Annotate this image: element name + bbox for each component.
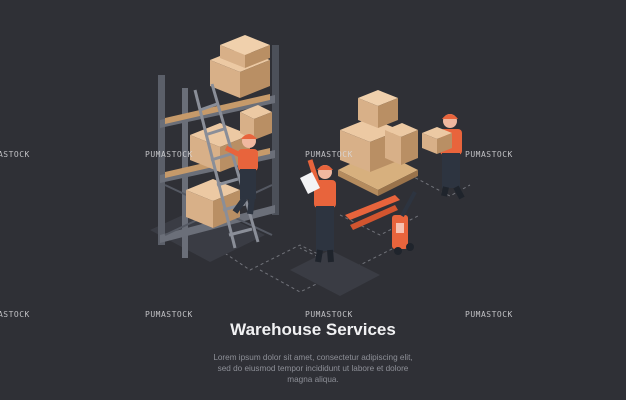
cardboard-box (385, 123, 418, 165)
clipboard (300, 172, 320, 194)
watermark: PUMASTOCK (465, 310, 513, 319)
cardboard-box (422, 127, 452, 154)
worker (440, 114, 465, 200)
watermark: PUMASTOCK (0, 310, 30, 319)
floor-tiles (150, 205, 380, 296)
pallet-jack (345, 191, 417, 255)
cardboard-box (358, 90, 398, 128)
worker (307, 159, 336, 263)
ladder (193, 83, 260, 249)
watermark: PUMASTOCK (0, 150, 30, 159)
cardboard-box (240, 105, 272, 140)
watermark: PUMASTOCK (465, 150, 513, 159)
cardboard-box (220, 35, 270, 68)
watermark: PUMASTOCK (145, 310, 193, 319)
worker (224, 134, 258, 215)
watermark: PUMASTOCK (305, 310, 353, 319)
description-text: Lorem ipsum dolor sit amet, consectetur … (213, 353, 413, 384)
watermark: PUMASTOCK (305, 150, 353, 159)
watermark: PUMASTOCK (145, 150, 193, 159)
page-title: Warehouse Services (230, 320, 396, 339)
